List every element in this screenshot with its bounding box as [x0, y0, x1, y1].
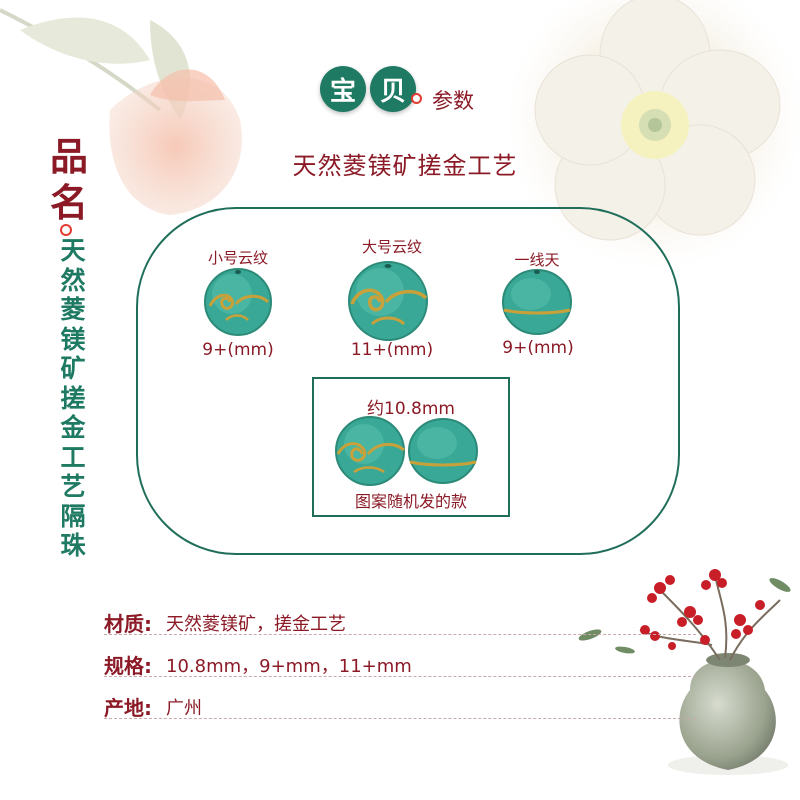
- bead-single-line-image: [502, 269, 572, 335]
- vertical-name-char: 搓: [60, 383, 86, 413]
- bead-large-cloud-image: [348, 261, 428, 341]
- vertical-name-char: 艺: [60, 472, 86, 501]
- random-bead-cloud-image: [335, 416, 405, 486]
- vertical-name-char: 矿: [60, 354, 86, 383]
- bead-single-line-label: 一线天: [514, 251, 560, 269]
- vertical-name-char: 珠: [60, 531, 86, 560]
- spec-origin-label: 产地:: [104, 696, 152, 720]
- spec-size-row: 规格: 10.8mm，9+mm，11+mm: [104, 650, 704, 680]
- vertical-name-char: 工: [60, 442, 86, 472]
- vertical-name-char: 然: [60, 265, 86, 295]
- vertical-name-char: 隔: [60, 501, 86, 531]
- spec-material-row: 材质: 天然菱镁矿，搓金工艺: [104, 608, 704, 638]
- vertical-name-char: 天: [60, 236, 86, 265]
- spec-divider: [104, 634, 696, 635]
- bead-single-line-size: 9+(mm): [502, 338, 574, 358]
- name-label-char: 品: [49, 135, 88, 179]
- spec-size-label: 规格:: [104, 654, 152, 678]
- page-title: 天然菱镁矿搓金工艺: [292, 152, 518, 180]
- badge-dot-icon: [411, 93, 422, 104]
- vase-berries-decoration: [578, 569, 791, 775]
- bead-large-cloud-size: 11+(mm): [350, 340, 434, 360]
- header-subtitle: 参数: [432, 89, 474, 113]
- random-bead-line-image: [408, 418, 478, 484]
- bead-small-cloud-image: [204, 268, 272, 336]
- bead-small-cloud-label: 小号云纹: [207, 249, 268, 267]
- vertical-name-char: 菱: [60, 295, 86, 324]
- spec-origin-value: 广州: [166, 698, 202, 719]
- vertical-name-char: 镁: [60, 324, 86, 354]
- spec-material-label: 材质:: [104, 612, 152, 636]
- random-box-size: 约10.8mm: [367, 399, 455, 419]
- product-frame: [136, 207, 680, 555]
- spec-material-value: 天然菱镁矿，搓金工艺: [166, 614, 346, 635]
- spec-origin-row: 产地: 广州: [104, 692, 704, 722]
- tulip-decoration: [0, 8, 242, 215]
- spec-size-value: 10.8mm，9+mm，11+mm: [166, 656, 412, 677]
- bead-small-cloud-size: 9+(mm): [202, 340, 274, 360]
- badge-bao: 宝: [320, 66, 366, 112]
- name-label-char: 名: [49, 181, 88, 225]
- vertical-product-name: 天 然 菱 镁 矿 搓 金 工 艺 隔 珠: [53, 236, 93, 561]
- bead-large-cloud-label: 大号云纹: [361, 238, 422, 256]
- name-dot-icon: [60, 224, 72, 236]
- spec-divider: [104, 676, 696, 677]
- vertical-name-char: 金: [60, 413, 86, 442]
- random-box-caption: 图案随机发的款: [354, 492, 467, 511]
- badge-bei: 贝: [370, 66, 416, 112]
- name-label: 品 名: [46, 134, 92, 226]
- spec-divider: [104, 718, 696, 719]
